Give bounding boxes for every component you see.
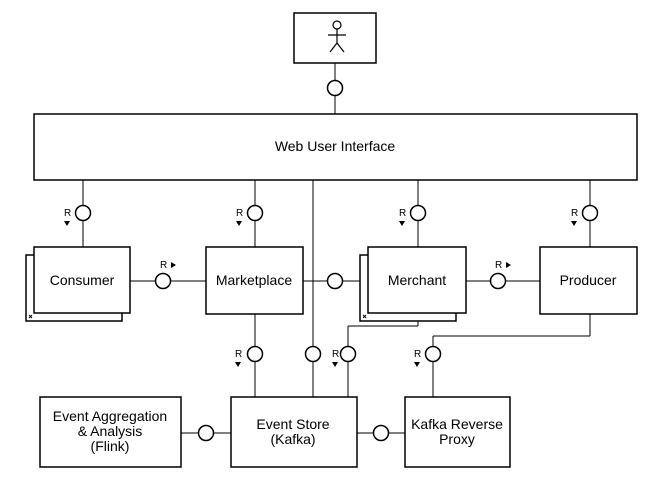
web-ui-label: Web User Interface — [275, 138, 396, 154]
arrow-down-icon — [414, 362, 420, 367]
event-store-label-line2: (Kafka) — [270, 431, 315, 447]
interface-port — [154, 272, 172, 290]
event-analysis-label-line2: & Analysis — [78, 423, 143, 439]
multi-instance-icon — [28, 314, 33, 319]
consumer-component: Consumer — [25, 246, 131, 322]
arrow-down-icon — [571, 221, 577, 226]
interface-port — [326, 272, 344, 290]
interface-port — [326, 79, 344, 97]
producer-component: Producer — [539, 246, 638, 315]
kafka-proxy-label-line1: Kafka Reverse — [411, 416, 503, 432]
event-analysis-component: Event Aggregation & Analysis (Flink) — [39, 396, 182, 468]
interface-port — [424, 345, 442, 363]
interface-port — [339, 345, 357, 363]
required-marker: R — [414, 349, 421, 367]
interface-port — [372, 424, 390, 442]
arrow-down-icon — [399, 221, 405, 226]
required-marker-label: R — [160, 260, 167, 271]
arrow-down-icon — [235, 362, 241, 367]
interface-port — [489, 272, 507, 290]
required-marker-label: R — [495, 260, 502, 271]
required-marker-label: R — [235, 349, 242, 360]
event-store-component: Event Store (Kafka) — [230, 396, 358, 468]
arrow-down-icon — [236, 221, 242, 226]
required-marker-label: R — [64, 208, 71, 219]
required-marker-label: R — [414, 349, 421, 360]
interface-port — [581, 204, 599, 222]
arrow-down-icon — [64, 221, 70, 226]
multi-instance-icon — [362, 314, 367, 319]
interface-port — [197, 424, 215, 442]
producer-label: Producer — [560, 272, 617, 288]
required-marker: R — [64, 208, 71, 226]
interface-port — [409, 204, 427, 222]
required-marker: R — [160, 260, 176, 271]
required-marker: R — [235, 349, 242, 367]
merchant-component: Merchant — [359, 246, 467, 322]
event-analysis-label-line3: (Flink) — [91, 438, 130, 454]
required-marker-label: R — [332, 349, 339, 360]
required-marker-label: R — [236, 208, 243, 219]
arrow-right-icon — [506, 262, 511, 268]
required-marker: R — [495, 260, 511, 271]
interface-port — [304, 345, 322, 363]
user-actor — [293, 12, 377, 64]
required-marker-label: R — [399, 208, 406, 219]
required-marker: R — [571, 208, 578, 226]
event-store-label-line1: Event Store — [256, 416, 329, 432]
consumer-label: Consumer — [50, 272, 115, 288]
marketplace-component: Marketplace — [205, 246, 304, 315]
kafka-proxy-component: Kafka Reverse Proxy — [404, 396, 511, 468]
required-marker: R — [332, 349, 339, 367]
required-marker: R — [399, 208, 406, 226]
interface-port — [246, 204, 264, 222]
stick-figure-user-icon — [328, 20, 346, 53]
merchant-label: Merchant — [388, 272, 446, 288]
marketplace-label: Marketplace — [216, 272, 292, 288]
interface-port — [246, 345, 264, 363]
interface-port — [74, 204, 92, 222]
required-markers: R R R R R R R R — [64, 208, 578, 367]
web-ui-component: Web User Interface — [33, 113, 638, 181]
interface-ports — [74, 79, 599, 442]
event-analysis-label-line1: Event Aggregation — [53, 408, 167, 424]
arrow-right-icon — [171, 262, 176, 268]
required-marker: R — [236, 208, 243, 226]
required-marker-label: R — [571, 208, 578, 219]
kafka-proxy-label-line2: Proxy — [439, 431, 475, 447]
arrow-down-icon — [332, 362, 338, 367]
